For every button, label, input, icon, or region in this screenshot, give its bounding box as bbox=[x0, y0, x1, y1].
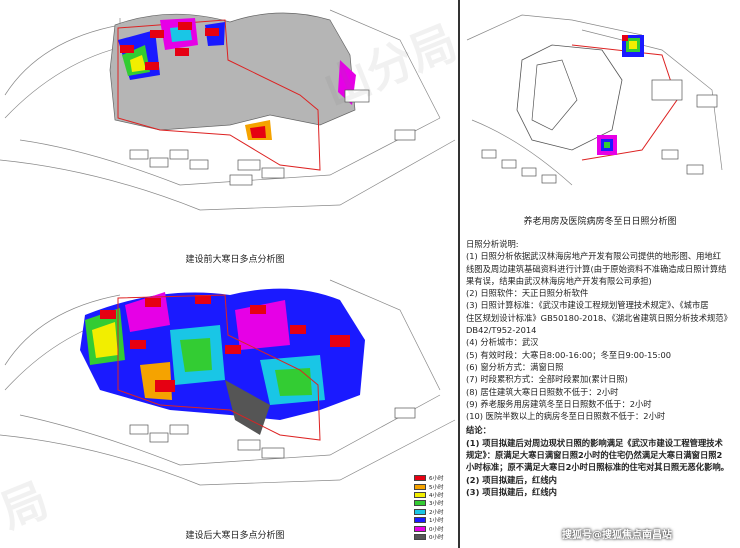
notes-line: (6) 窗分析方式：满窗日照 bbox=[466, 361, 564, 372]
notes-line: (10) 医院半数以上的病房冬至日日照数不低于：2小时 bbox=[466, 411, 666, 422]
legend-row: 4小时 bbox=[414, 491, 454, 499]
notes-line: DB42/T952-2014 bbox=[466, 325, 537, 336]
notes-line: (4) 分析城市：武汉 bbox=[466, 337, 539, 348]
conclusion-line: (3) 项目拟建后，红线内 bbox=[466, 486, 557, 497]
notes-heading: 日照分析说明: bbox=[466, 239, 519, 249]
legend-swatch bbox=[414, 525, 426, 532]
legend-label: 1小时 bbox=[429, 518, 444, 525]
notes-line: (1) 日照分析依据武汉林海房地产开发有限公司提供的地形图、用地红 bbox=[466, 251, 722, 262]
legend-label: 0小时 bbox=[429, 534, 444, 541]
notes-line: (7) 时段累积方式：全部时段累加(累计日照) bbox=[466, 374, 628, 385]
legend-swatch bbox=[414, 517, 426, 524]
map-after-svg bbox=[0, 279, 456, 486]
sunlight-notes: 日照分析说明: (1) 日照分析依据武汉林海房地产开发有限公司提供的地形图、用地… bbox=[466, 238, 734, 498]
notes-line: 果有误，结果由武汉林海房地产开发有限公司承担) bbox=[466, 275, 652, 286]
notes-line: (9) 养老服务用房建筑冬至日日照数不低于：2小时 bbox=[466, 398, 652, 409]
legend-swatch bbox=[414, 483, 426, 490]
legend-row: 0小时 bbox=[414, 533, 454, 541]
legend-swatch bbox=[414, 500, 426, 507]
legend-row: 3小时 bbox=[414, 499, 454, 507]
notes-lines: (1) 日照分析依据武汉林海房地产开发有限公司提供的地形图、用地红线图及周边建筑… bbox=[466, 250, 734, 422]
source-credit: 搜狐号@搜狐焦点南昌站 bbox=[562, 530, 672, 541]
conclusion-line: (1) 项目拟建后对周边现状日照的影响满足《武汉市建设工程管理技术 bbox=[466, 437, 723, 448]
caption-elderly-hospital: 养老用房及医院病房冬至日日照分析图 bbox=[523, 217, 677, 227]
conclusion-line: (2) 项目拟建后，红线内 bbox=[466, 474, 557, 485]
legend-label: 0小时 bbox=[429, 526, 444, 533]
sunlight-patch-1 bbox=[622, 35, 644, 57]
legend-swatch bbox=[414, 508, 426, 515]
legend-label: 5小时 bbox=[429, 484, 444, 491]
legend-row: 1小时 bbox=[414, 516, 454, 524]
legend-label: 6小时 bbox=[429, 476, 444, 483]
map-before-svg bbox=[0, 9, 456, 211]
conclusion-line: 规定》：原满足大寒日满窗日照2小时的住宅仍然满足大寒日满窗日照2 bbox=[466, 450, 723, 461]
map-elderly-svg bbox=[466, 14, 723, 186]
notes-line: 住区规划设计标准》GB50180-2018、《湖北省建筑日照分析技术规范》 bbox=[466, 312, 732, 323]
legend-swatch bbox=[414, 491, 426, 498]
caption-before: 建设前大寒日多点分析图 bbox=[185, 255, 285, 265]
conclusion-line: 小时标准；原不满足大寒日2小时日照标准的住宅对其日照无恶化影响。 bbox=[466, 462, 729, 473]
conclusion-heading: 结论： bbox=[466, 425, 491, 436]
map-elderly-hospital bbox=[462, 0, 740, 210]
legend-row: 2小时 bbox=[414, 508, 454, 516]
sunlight-patch-2 bbox=[597, 135, 617, 155]
legend-row: 6小时 bbox=[414, 474, 454, 482]
notes-line: 线图及周边建筑基础资料进行计算(由于原始资料不准确造成日照计算结 bbox=[466, 263, 727, 274]
map-after bbox=[0, 270, 458, 530]
legend-row: 5小时 bbox=[414, 482, 454, 491]
caption-after: 建设后大寒日多点分析图 bbox=[185, 531, 285, 541]
legend-label: 2小时 bbox=[429, 509, 444, 516]
legend-row: 0小时 bbox=[414, 524, 454, 533]
notes-line: (8) 居住建筑大寒日日照数不低于：2小时 bbox=[466, 386, 619, 397]
legend-swatch bbox=[414, 475, 426, 482]
notes-line: (2) 日照软件：天正日照分析软件 bbox=[466, 288, 589, 299]
map-before bbox=[0, 0, 458, 260]
legend-swatch bbox=[414, 533, 426, 540]
panel-divider bbox=[458, 0, 460, 548]
notes-line: (5) 有效时段：大寒日8:00-16:00；冬至日9:00-15:00 bbox=[466, 349, 672, 360]
legend-label: 3小时 bbox=[429, 501, 444, 508]
legend-label: 4小时 bbox=[429, 492, 444, 499]
conclusion-lines: (1) 项目拟建后对周边现状日照的影响满足《武汉市建设工程管理技术规定》：原满足… bbox=[466, 437, 734, 498]
notes-line: (3) 日照计算标准：《武汉市建设工程规划管理技术规定》、《城市居 bbox=[466, 300, 709, 311]
